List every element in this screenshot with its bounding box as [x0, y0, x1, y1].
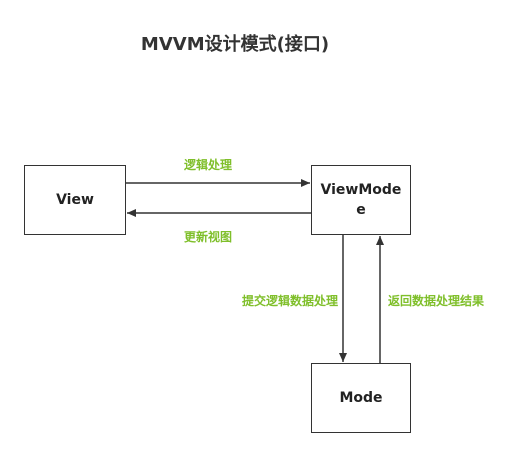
edge-label-return-result: 返回数据处理结果	[387, 294, 484, 308]
viewmodel-node: ViewMode​e	[311, 165, 411, 235]
model-node: Mode	[311, 363, 411, 433]
edge-label-logic-processing: 逻辑处理	[183, 158, 232, 172]
model-node-label: Mode	[339, 390, 383, 406]
viewmodel-node-label: ViewMode​e	[320, 182, 402, 218]
diagram-title: MVVM设计模式(接口)	[140, 34, 330, 55]
edge-label-submit-logic-data: 提交逻辑数据处理	[241, 294, 338, 308]
view-node-label: View	[56, 192, 94, 208]
view-node: View	[24, 165, 126, 235]
edge-label-update-view: 更新视图	[183, 230, 232, 244]
